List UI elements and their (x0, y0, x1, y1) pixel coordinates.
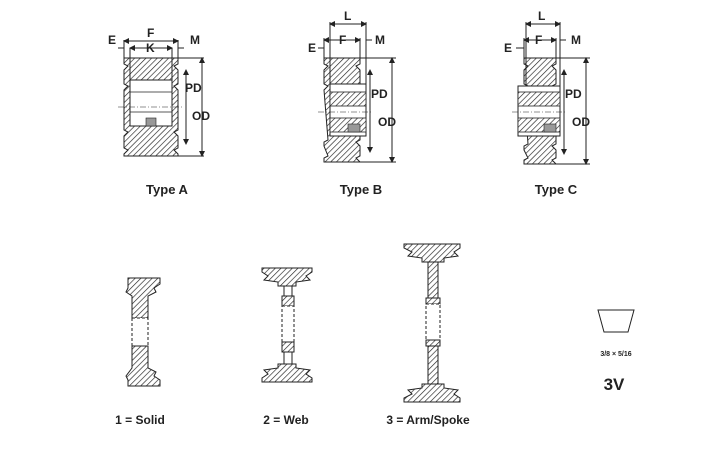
web-top-rim (261, 267, 313, 287)
solid-bottom (125, 345, 161, 387)
type-b-dim-f: F (339, 33, 346, 47)
type-a-dim-f: F (147, 26, 154, 40)
type-c-label: Type C (535, 182, 578, 197)
type-c-dim-l: L (538, 9, 545, 23)
type-c-dim-pd: PD (565, 87, 582, 101)
type-c-drawing: L E F M PD OD (504, 9, 590, 165)
type-c-dim-f: F (535, 33, 542, 47)
type-c-dim-e: E (504, 41, 512, 55)
type-b-dim-pd: PD (371, 87, 388, 101)
type-a-label: Type A (146, 182, 189, 197)
type-a-dim-k: K (146, 41, 155, 55)
web-bore (281, 305, 295, 343)
type-b-drawing: L E F M PD OD (308, 9, 396, 163)
arm-spoke-construction-drawing (403, 243, 461, 403)
type-b-dim-l: L (344, 9, 351, 23)
belt-size-label: 3/8 × 5/16 (600, 351, 631, 358)
type-b-dim-m: M (375, 33, 385, 47)
belt-cross-section (597, 309, 635, 333)
arm-bottom-spoke (427, 345, 439, 385)
solid-label: 1 = Solid (115, 413, 165, 427)
arm-spoke-label: 3 = Arm/Spoke (386, 413, 470, 427)
web-construction-drawing (261, 267, 313, 383)
type-a-dim-e: E (108, 33, 116, 47)
type-a-dim-m: M (190, 33, 200, 47)
type-a-drawing: E F K M PD OD (108, 26, 210, 157)
web-label: 2 = Web (263, 413, 308, 427)
arm-top-rim (403, 243, 461, 263)
type-a-dim-od: OD (192, 109, 210, 123)
solid-bore (131, 317, 149, 347)
type-b-dim-od: OD (378, 115, 396, 129)
arm-bore (425, 303, 441, 341)
web-top-hub (281, 295, 295, 307)
solid-construction-drawing (125, 277, 161, 387)
type-a-dim-pd: PD (185, 81, 202, 95)
type-c-dim-m: M (571, 33, 581, 47)
belt-section-label: 3V (604, 375, 625, 394)
arm-bottom-rim (403, 383, 461, 403)
web-bottom-hub (281, 341, 295, 353)
solid-top (125, 277, 161, 319)
type-c-dim-od: OD (572, 115, 590, 129)
web-bottom-rim (261, 363, 313, 383)
type-b-label: Type B (340, 182, 382, 197)
type-b-dim-e: E (308, 41, 316, 55)
arm-top-spoke (427, 261, 439, 299)
